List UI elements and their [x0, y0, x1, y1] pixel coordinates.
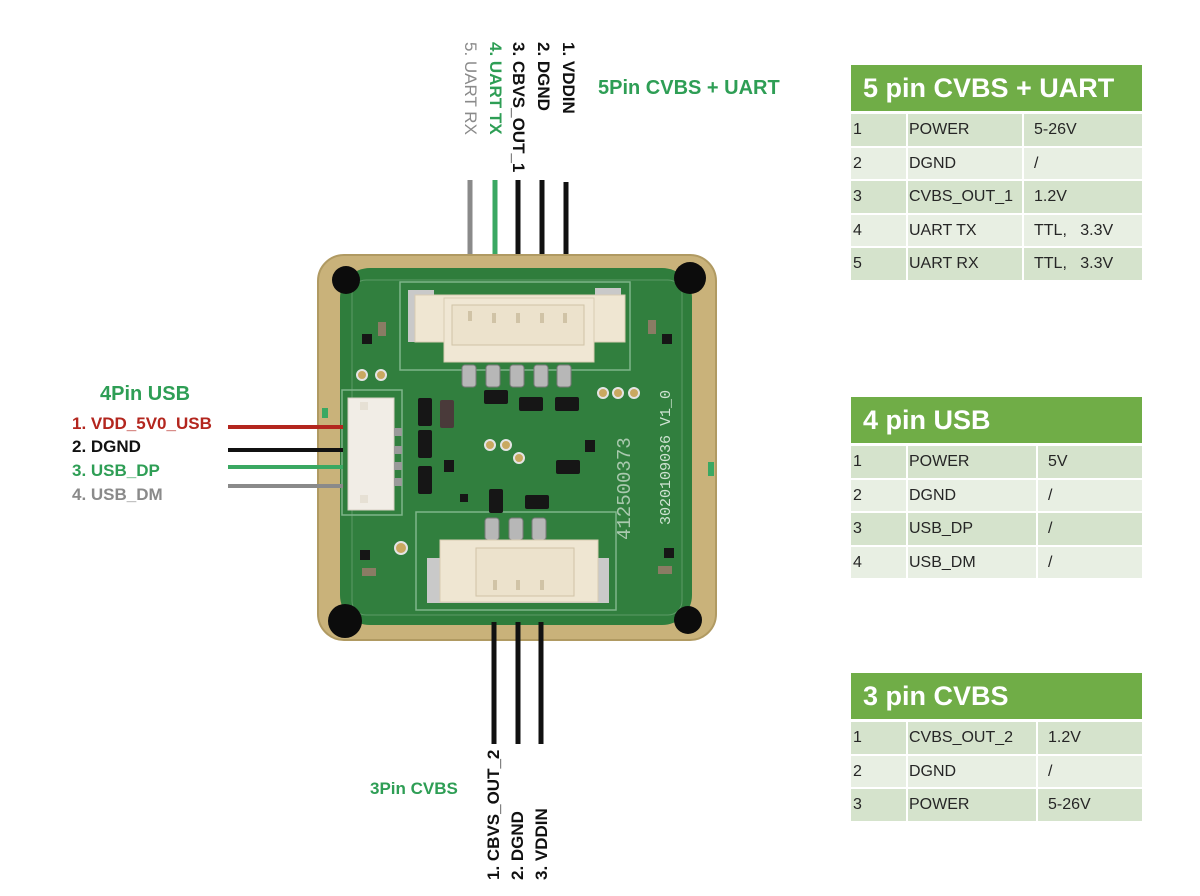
mount-hole-tr [674, 262, 706, 294]
pin-number: 3 [851, 789, 908, 821]
pin-number: 4 [851, 214, 908, 246]
smd-components [360, 334, 674, 560]
left-pin-label-2: 2. DGND [72, 437, 141, 456]
pin-number: 1 [851, 722, 908, 754]
pin-number: 1 [851, 114, 908, 146]
left-pin-label-3: 3. USB_DP [72, 461, 160, 480]
pin-signal: POWER [908, 114, 1024, 146]
pin-signal: DGND [908, 147, 1024, 179]
bottom-pin-label-2: 2. DGND [508, 811, 527, 880]
top-connector-title: 5Pin CVBS + UART [598, 77, 780, 99]
left-wires [228, 425, 343, 488]
pin-number: 4 [851, 546, 908, 578]
pin-number: 3 [851, 181, 908, 213]
test-pads [356, 369, 640, 555]
mount-hole-bl [328, 604, 362, 638]
pin-signal: USB_DP [908, 513, 1038, 545]
smd-passives [362, 320, 672, 576]
left-pin-label-4: 4. USB_DM [72, 485, 163, 504]
bottom-wires [491, 622, 544, 744]
pin-level: / [1048, 762, 1053, 780]
pin-level: 5V [1048, 453, 1068, 470]
bottom-pin-label-1: 1. CBVS_OUT_2 [484, 749, 503, 880]
top-pin-label-5: 5. UART RX [461, 42, 480, 135]
pin-signal: UART RX [908, 248, 1024, 280]
bottom-pin-label-3: 3. VDDIN [532, 808, 551, 880]
pin-level: TTL, 3.3V [1034, 255, 1114, 272]
table-title: 4 pin USB [851, 397, 1142, 443]
pin-number: 2 [851, 755, 908, 787]
mount-hole-tl [332, 266, 360, 294]
pin-level: 1.2V [1048, 729, 1081, 746]
pin-signal: POWER [908, 446, 1038, 478]
pin-level: / [1034, 154, 1039, 172]
top-pin-label-4: 4. UART TX [486, 42, 505, 135]
bottom-connector-title: 3Pin CVBS [370, 779, 458, 798]
side-notch-right [708, 462, 714, 476]
table-title: 3 pin CVBS [851, 673, 1142, 719]
top-pin-label-2: 2. DGND [534, 42, 553, 111]
top-pin-label-1: 1. VDDIN [559, 42, 578, 114]
pin-number: 5 [851, 248, 908, 280]
pin-level: TTL, 3.3V [1034, 221, 1114, 239]
pin-level: 1.2V [1034, 188, 1067, 205]
pin-signal: CVBS_OUT_2 [908, 722, 1038, 754]
left-connector-title: 4Pin USB [100, 383, 191, 405]
pin-signal: DGND [908, 479, 1038, 511]
pin-level: 5-26V [1048, 796, 1091, 813]
top-pin-label-3: 3. CBVS_OUT_1 [509, 42, 528, 173]
pin-level: / [1048, 553, 1053, 571]
pin-number: 3 [851, 513, 908, 545]
mount-hole-br [674, 606, 702, 634]
bottom-3pin-connector [415, 511, 617, 611]
pin-number: 2 [851, 479, 908, 511]
side-notch-left [322, 408, 328, 418]
pin-signal: USB_DM [908, 546, 1038, 578]
pin-signal: POWER [908, 789, 1038, 821]
left-pin-label-1: 1. VDD_5V0_USB [72, 414, 212, 433]
pin-level: / [1048, 520, 1053, 537]
silkscreen-serial-version: 3020109036 V1_0 [658, 390, 675, 525]
silkscreen-part-number: 412500373 [614, 437, 636, 540]
pin-level: / [1048, 486, 1053, 504]
pin-level: 5-26V [1034, 121, 1077, 138]
pin-number: 1 [851, 446, 908, 478]
table-title: 5 pin CVBS + UART [851, 65, 1142, 111]
pin-number: 2 [851, 147, 908, 179]
left-4pin-connector [341, 389, 403, 516]
pin-signal: CVBS_OUT_1 [908, 181, 1024, 213]
pin-signal: DGND [908, 755, 1038, 787]
top-5pin-connector [399, 281, 631, 388]
pin-signal: UART TX [908, 214, 1024, 246]
